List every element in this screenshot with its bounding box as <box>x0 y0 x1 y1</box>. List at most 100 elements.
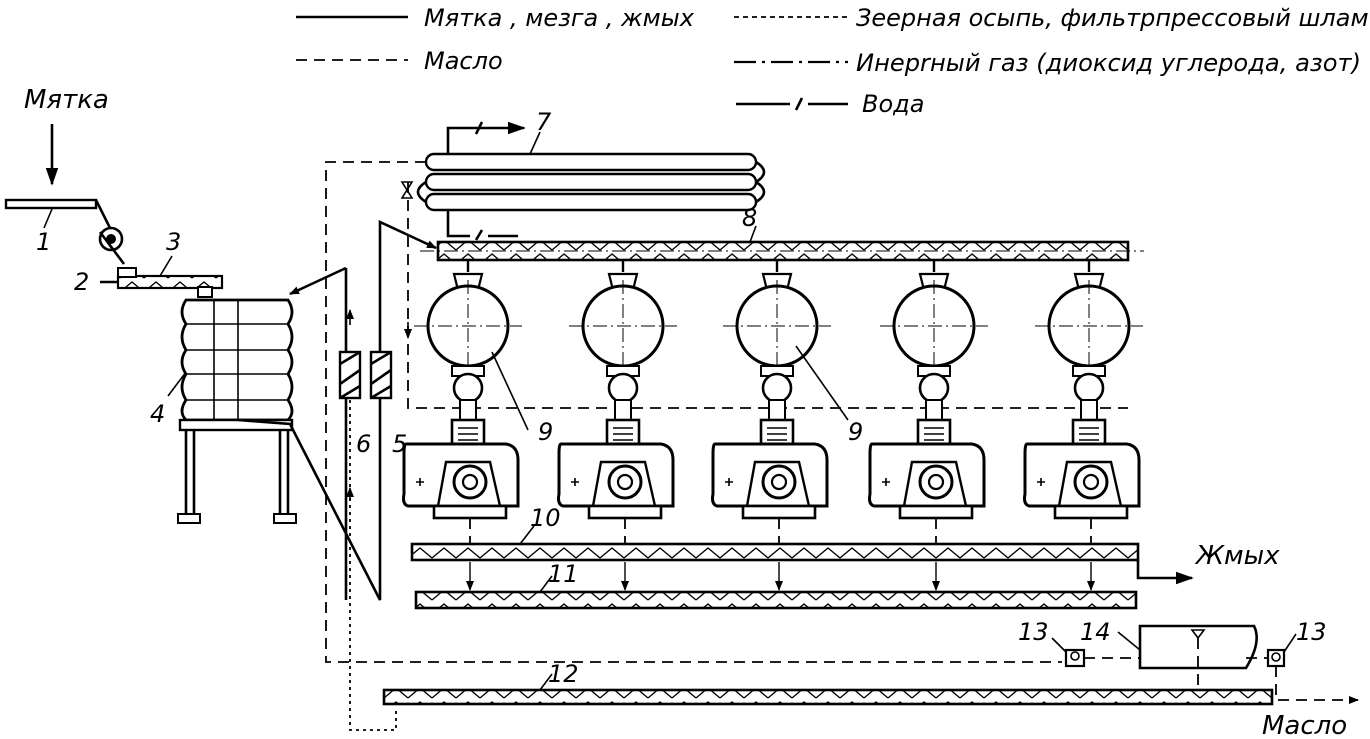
callout-14: 14 <box>1080 618 1111 646</box>
legend-item-oil: Масло <box>296 47 503 75</box>
callout-leader-14 <box>1117 631 1141 651</box>
filter-6-body <box>338 350 362 400</box>
press-motor-mark-icon <box>725 478 733 486</box>
callouts: 1 2 3 4 5 6 7 8 9 9 10 11 12 13 13 14 <box>36 108 1327 688</box>
legend-item-water: Вода <box>736 90 924 118</box>
press-drive-hub <box>461 473 479 491</box>
press-base <box>741 504 817 520</box>
meal-route-line <box>237 219 437 601</box>
cooler-water-in-tick <box>474 229 484 241</box>
cake-conveyor-body <box>410 542 1140 562</box>
press-row <box>402 260 1143 591</box>
screw-conveyor-3-outlet <box>197 286 213 298</box>
callout-leader-3 <box>159 255 173 277</box>
callout-leader-7 <box>529 131 541 155</box>
pump-right: Масло <box>1246 633 1359 739</box>
press-feeder <box>1073 372 1105 404</box>
cooler-return-bends-right <box>755 160 766 204</box>
oil-collector-line <box>407 182 1128 409</box>
cooler-valve-icon <box>400 181 414 199</box>
roaster-base <box>178 418 294 432</box>
sediment-line <box>349 400 397 731</box>
callout-5: 5 <box>392 430 407 458</box>
press-neck <box>1080 399 1098 421</box>
callout-13b: 13 <box>1296 618 1327 646</box>
callout-9b: 9 <box>848 418 863 446</box>
feed-conveyor-belt <box>4 198 98 210</box>
legend-item-sediment: Зеерная осыпь, фильтрпрессовый шлам <box>734 4 1369 32</box>
oil-out-label: Масло <box>1262 711 1347 739</box>
roaster-foot-right <box>273 513 297 524</box>
bottom-conveyor <box>382 673 1274 706</box>
press-feeder <box>761 372 793 404</box>
legend-label-gas: Инерrный газ (диоксид углерода, азот) <box>856 49 1361 77</box>
magnetic-separator <box>98 226 126 284</box>
cake-out-label: Жмых <box>1194 541 1280 571</box>
press-neck <box>768 399 786 421</box>
separator-chute <box>98 231 126 265</box>
legend-label-water: Вода <box>862 90 924 118</box>
callout-13a: 13 <box>1018 618 1049 646</box>
cooler-tube-2 <box>424 172 758 192</box>
callout-leader-11 <box>539 575 553 593</box>
press-unit <box>868 260 988 591</box>
press-motor-mark-icon <box>416 478 424 486</box>
callout-leader-9a <box>491 351 529 431</box>
sludge-conveyor <box>414 575 1138 610</box>
sludge-conveyor-body <box>414 590 1138 610</box>
feed-conveyor-chute <box>94 199 112 229</box>
callout-6: 6 <box>356 430 371 458</box>
callout-10: 10 <box>530 504 561 532</box>
screw-conveyor-3 <box>116 255 224 298</box>
press-feeder <box>452 372 484 404</box>
filter-5-body <box>369 350 393 400</box>
press-base <box>1053 504 1129 520</box>
pump-left-rotor-icon <box>1070 651 1080 661</box>
oil-tank <box>1117 624 1258 690</box>
press-drive-hub <box>616 473 634 491</box>
callout-11: 11 <box>548 560 579 588</box>
distribution-conveyor <box>420 225 1144 262</box>
oil-return-line <box>325 161 1062 663</box>
oil-out-line <box>1275 666 1359 704</box>
press-neck <box>614 399 632 421</box>
meal-return-arrow <box>289 266 347 296</box>
callout-1: 1 <box>36 228 51 256</box>
press-motor-mark-icon <box>1037 478 1045 486</box>
screw-conveyor-3-body <box>116 274 224 290</box>
callout-leader-8 <box>749 225 757 243</box>
cooler <box>400 121 766 241</box>
legend-label-oil: Масло <box>424 47 503 75</box>
cake-out-arrow <box>1136 560 1194 585</box>
legend-line-water-tick <box>794 97 804 111</box>
press-feeder <box>607 372 639 404</box>
callout-leader-4 <box>167 371 187 397</box>
cooler-water-out-tick <box>474 121 484 135</box>
press-feeder <box>918 372 950 404</box>
legend-label-meal: Мятка , мезга , жмых <box>424 4 695 32</box>
filter-6 <box>338 350 362 400</box>
pump-right-rotor-icon <box>1271 652 1281 662</box>
press-neck <box>925 399 943 421</box>
press-drive-hub <box>770 473 788 491</box>
press-base <box>587 504 663 520</box>
input-feed: Мятка <box>24 85 109 186</box>
filter-6-hatch <box>339 350 361 400</box>
callout-2: 2 <box>74 268 89 296</box>
callout-leader-13a <box>1051 637 1067 653</box>
cooler-water-out-pipe <box>446 126 470 154</box>
material-route <box>237 219 437 601</box>
cooler-return-bend-left <box>416 180 427 204</box>
press-neck <box>459 399 477 421</box>
callout-7: 7 <box>536 108 552 136</box>
callout-leader-9b <box>795 345 849 421</box>
legend-item-meal: Мятка , мезга , жмых <box>296 4 695 32</box>
press-unit <box>557 260 677 591</box>
oil-lines <box>325 161 1128 731</box>
roaster-shell <box>180 298 294 422</box>
callout-8: 8 <box>742 204 757 232</box>
cooler-tube-3 <box>424 192 758 212</box>
callout-leader-10 <box>519 525 535 545</box>
press-unit <box>711 260 831 591</box>
